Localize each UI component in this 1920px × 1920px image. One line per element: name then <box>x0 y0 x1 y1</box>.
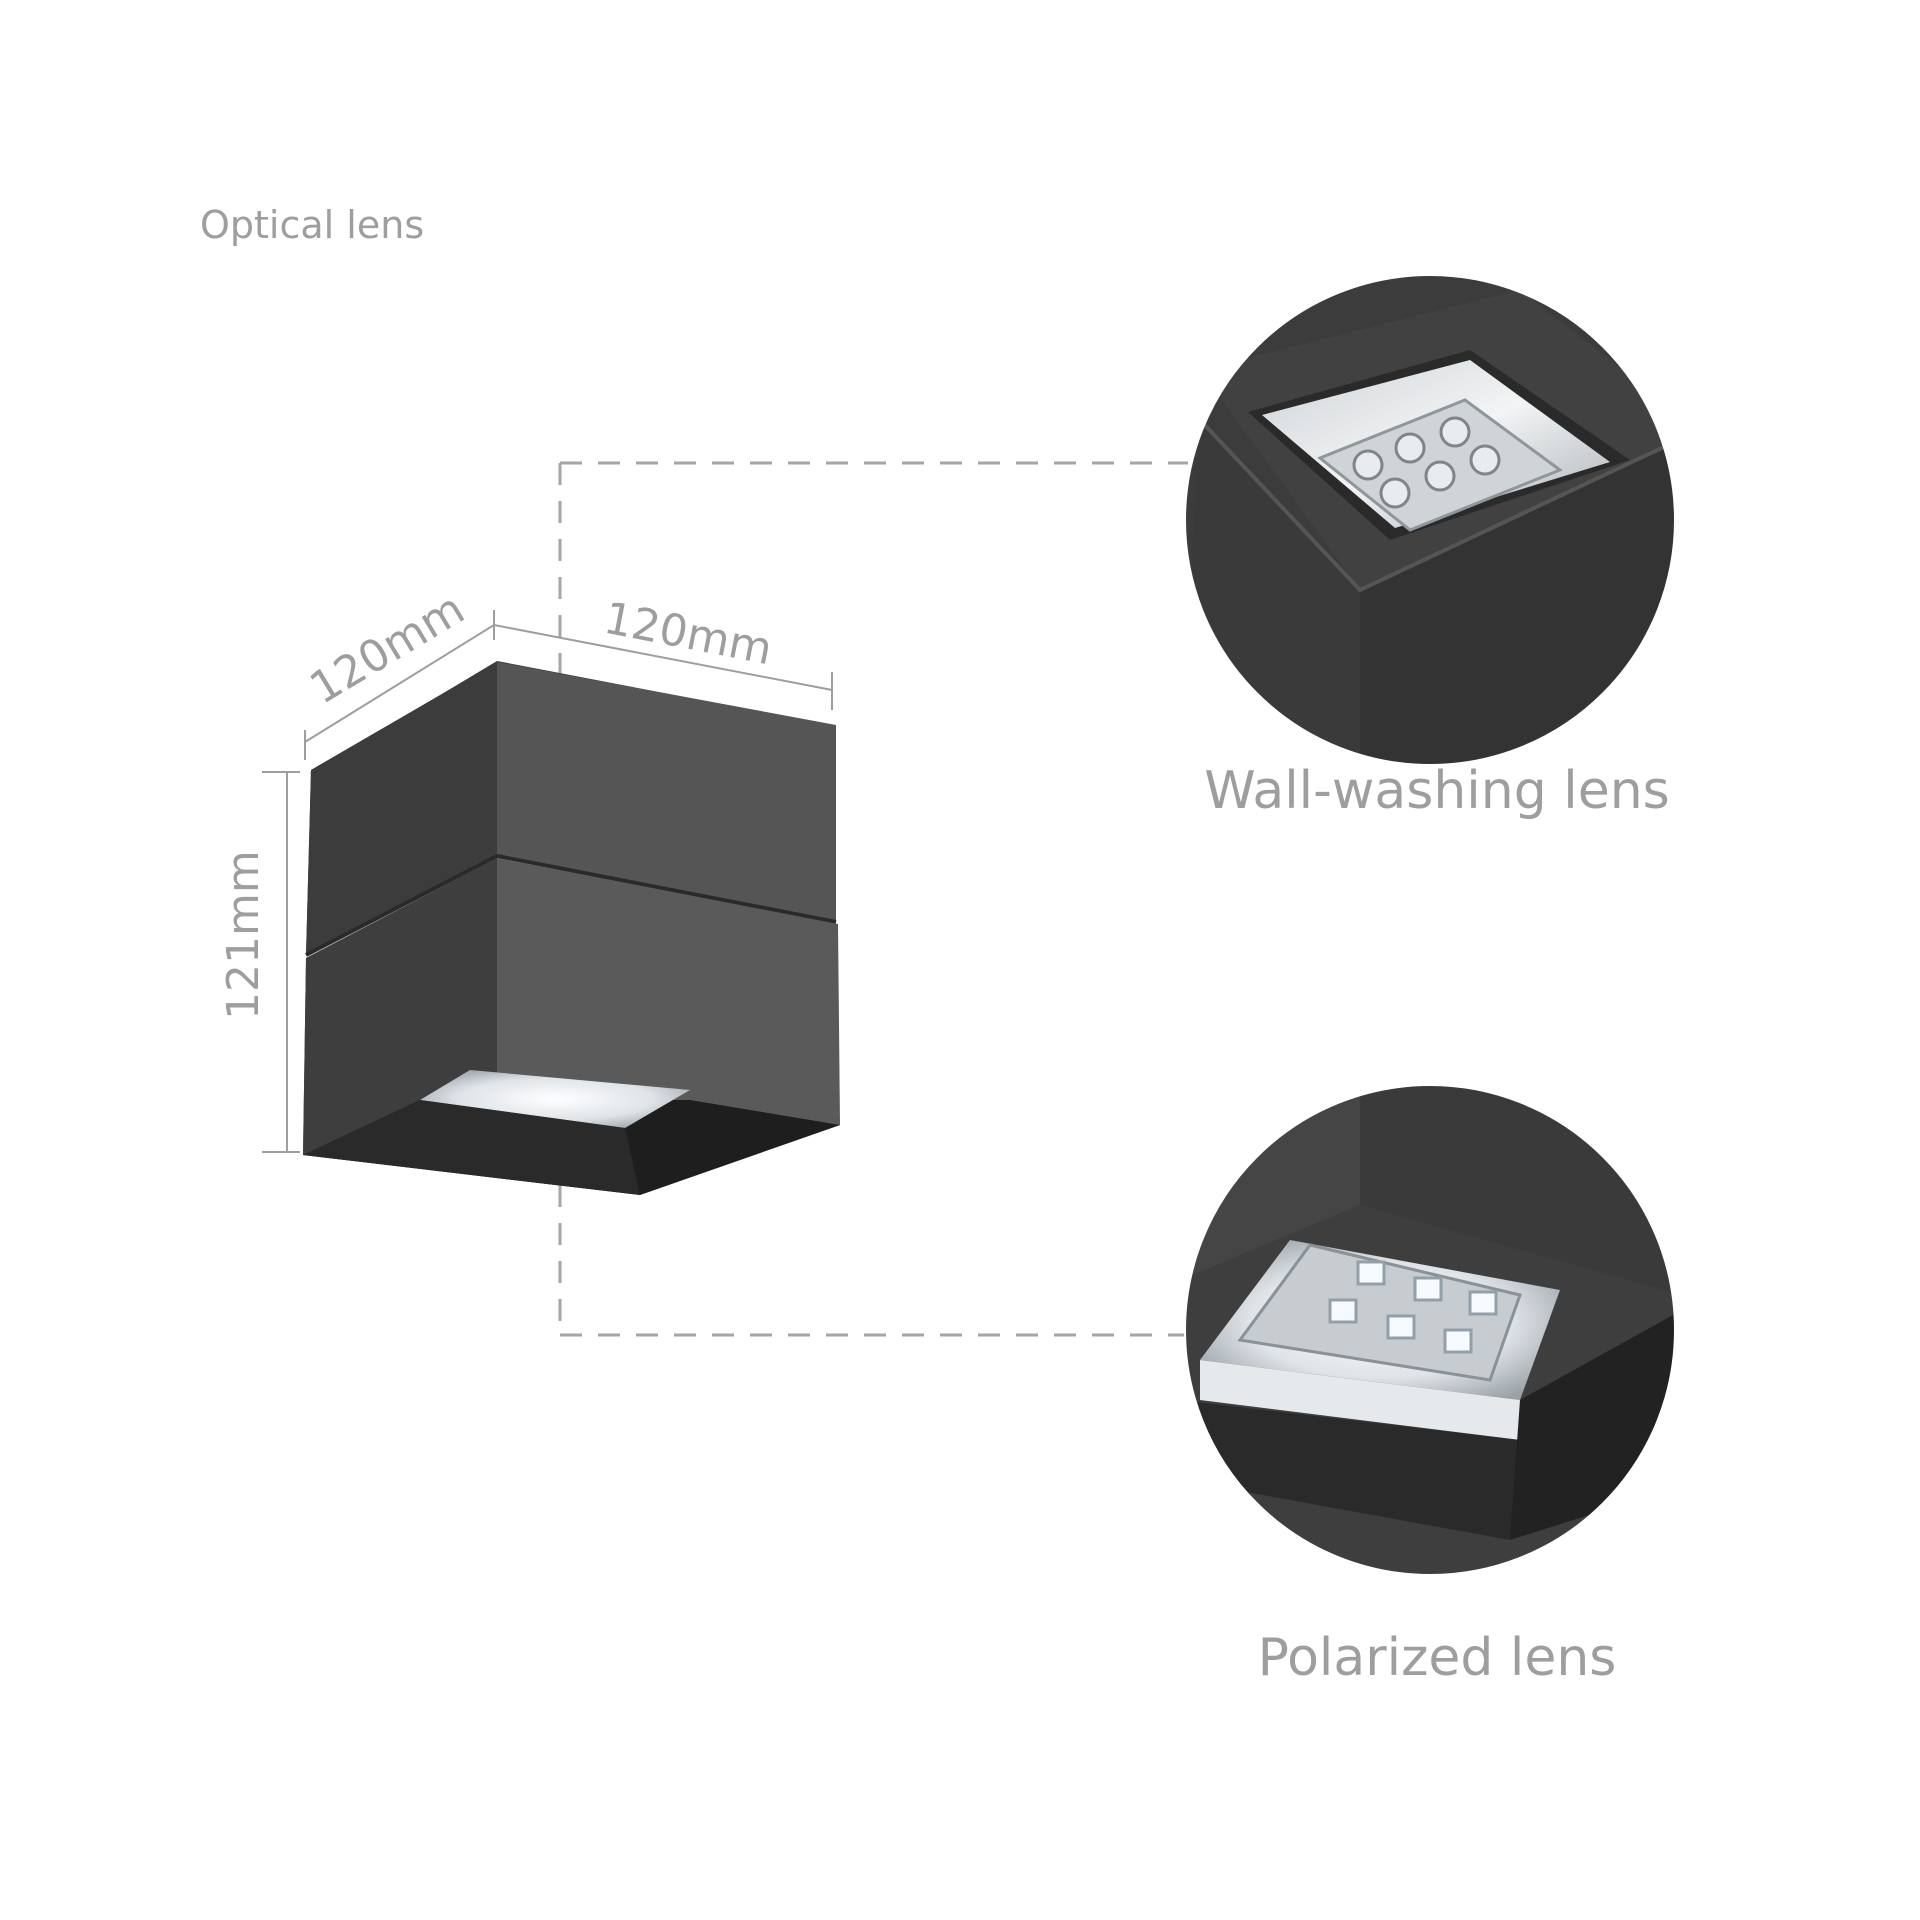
led-chip <box>1413 1276 1443 1302</box>
section-title: Optical lens <box>200 203 424 247</box>
led-chip <box>1386 1314 1416 1340</box>
dim-label-height: 121mm <box>218 850 269 1020</box>
fixture-split-groove <box>305 853 837 957</box>
led-dot <box>1424 460 1456 492</box>
led-array-polarized <box>1328 1260 1498 1354</box>
fixture-upper-left-face <box>306 662 497 955</box>
dim-line-depth <box>304 624 495 743</box>
polarized-lens-frame <box>1184 1084 1676 1576</box>
polarized-lens-label: Polarized lens <box>1258 1628 1617 1688</box>
dimension-lines <box>262 610 833 1153</box>
led-dot <box>1469 444 1501 476</box>
led-dot <box>1352 449 1384 481</box>
wall-washing-lens-label: Wall-washing lens <box>1204 761 1670 821</box>
led-dot <box>1394 432 1426 464</box>
led-chip <box>1468 1290 1498 1316</box>
light-fixture <box>303 661 840 1195</box>
dim-line-width <box>493 624 833 691</box>
wall-washing-lens-frame <box>1184 274 1676 766</box>
led-array-wall-washing <box>1352 416 1501 509</box>
led-chip <box>1356 1260 1386 1286</box>
fixture-inner-bezel <box>303 1100 640 1195</box>
led-chip <box>1443 1328 1473 1354</box>
fixture-lens-opening <box>420 1070 690 1128</box>
led-chip <box>1328 1298 1358 1324</box>
led-dot <box>1379 477 1411 509</box>
fixture-lower-left-face <box>303 858 497 1155</box>
led-dot <box>1439 416 1471 448</box>
